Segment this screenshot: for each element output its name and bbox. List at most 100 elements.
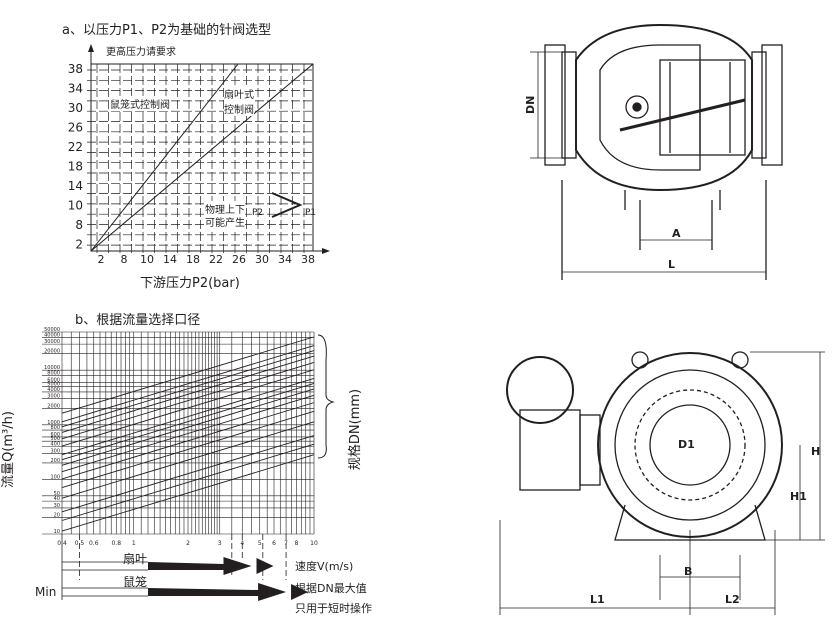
x-tick-label: 26 (232, 253, 246, 266)
x-tick-label: 10 (310, 540, 318, 547)
x-tick-label: 2 (98, 253, 105, 266)
y-tick-label: 10 (54, 529, 60, 535)
x-tick-label: 0.8 (111, 540, 121, 547)
dn-line-300 (61, 402, 315, 480)
x-tick-label: 34 (278, 253, 292, 266)
velocity-arrow-0 (148, 557, 252, 575)
region-physical-1: 物理上下 (205, 201, 245, 216)
velocity-label: 速度V(m/s) (295, 560, 354, 573)
y-tick-label: 200 (50, 458, 60, 464)
dn-brace (317, 334, 335, 459)
p1-label: P1 (305, 208, 317, 218)
dim-l2: L2 (725, 593, 740, 606)
dn-max-note: 根据DN最大值 (295, 582, 367, 595)
y-tick-label: 34 (68, 82, 83, 96)
dim-dn: DN (524, 96, 537, 114)
y-tick-label: 6000 (47, 377, 60, 383)
series-upper-boundary (90, 63, 239, 252)
dn-line-600 (61, 369, 315, 447)
dim-h: H (811, 445, 820, 458)
x-tick-label: 18 (186, 253, 200, 266)
valve-front-view (499, 351, 825, 615)
dn-line-700 (61, 362, 315, 440)
y-tick-label: 2000 (47, 403, 60, 409)
region-squirrel-cage: 鼠笼式控制阀 (110, 96, 170, 111)
y-tick-label: 100 (50, 474, 60, 480)
dn-line-200 (61, 421, 315, 499)
y-tick-label: 500 (50, 436, 60, 442)
dim-d1: D1 (678, 438, 695, 451)
dn-line-800 (61, 355, 315, 433)
y-tick-label: 800 (50, 425, 60, 431)
region-fan-blade-1: 扇叶式 (224, 86, 254, 101)
x-tick-label: 5 (258, 540, 262, 547)
dim-l1: L1 (590, 593, 605, 606)
y-tick-label: 22 (68, 140, 83, 154)
chart-a-title: a、以压力P1、P2为基础的针阀选型 (62, 23, 272, 38)
y-tick-label: 40 (54, 496, 60, 502)
y-tick-label: 8000 (47, 370, 60, 376)
y-tick-label: 600 (50, 432, 60, 438)
y-tick-label: 38 (68, 62, 83, 76)
dn-line-150 (61, 435, 315, 513)
x-tick-label: 30 (255, 253, 269, 266)
x-axis-arrow (322, 248, 330, 254)
dn-line-350 (61, 394, 315, 473)
y-tick-label: 10000 (44, 365, 60, 371)
y-tick-label: 8 (75, 218, 83, 232)
x-tick-label: 6 (272, 540, 276, 547)
bar-label-fan: 扇叶 (123, 552, 148, 566)
y-axis-arrow (88, 44, 94, 52)
dn-line-100 (61, 454, 315, 532)
chart-b-title: b、根据流量选择口径 (75, 313, 201, 328)
dim-b: B (684, 565, 692, 578)
dim-h1: H1 (790, 490, 807, 503)
y-tick-label: 18 (68, 160, 83, 174)
y-tick-label: 40000 (44, 332, 60, 338)
chart-a-note: 更高压力请要求 (106, 47, 176, 58)
x-tick-label: 0.6 (89, 540, 99, 547)
dim-l: L (668, 258, 675, 271)
y-tick-label: 50000 (44, 327, 60, 333)
min-label: Min (35, 585, 57, 599)
y-tick-label: 4000 (47, 387, 60, 393)
valve-section-view (530, 23, 783, 280)
y-tick-label: 14 (68, 179, 83, 193)
region-fan-blade-2: 控制阀 (224, 101, 254, 116)
y-tick-label: 3000 (47, 394, 60, 400)
dim-a: A (672, 227, 681, 240)
series-p1-p2-line (90, 63, 314, 252)
x-tick-label: 8 (295, 540, 299, 547)
short-op-note: 只用于短时操作 (295, 602, 372, 615)
x-tick-label: 8 (121, 253, 128, 266)
x-tick-label: 3 (218, 540, 222, 547)
x-tick-label: 2 (186, 540, 190, 547)
x-tick-label: 14 (163, 253, 177, 266)
y-tick-label: 2 (75, 238, 83, 252)
y-tick-label: 20 (54, 513, 60, 519)
x-tick-label: 38 (301, 253, 315, 266)
y-tick-label: 300 (50, 448, 60, 454)
dn-line-900 (61, 350, 315, 428)
dn-line-1200 (61, 336, 315, 414)
x-tick-label: 10 (140, 253, 154, 266)
y-tick-label: 30000 (44, 339, 60, 345)
dn-line-250 (61, 410, 315, 489)
greater-than-symbol (271, 192, 303, 218)
short-term-arrow-0 (256, 558, 274, 574)
dn-line-500 (61, 377, 315, 456)
y-tick-label: 26 (68, 121, 83, 135)
y-tick-label: 400 (50, 442, 60, 448)
chart-a-xlabel: 下游压力P2(bar) (140, 276, 240, 291)
dn-line-450 (61, 382, 315, 461)
y-tick-label: 5000 (47, 382, 60, 388)
y-tick-label: 50 (54, 491, 60, 497)
region-physical-2: 可能产生 (205, 214, 245, 229)
dn-line-400 (61, 388, 315, 466)
x-tick-label: 1 (132, 540, 136, 547)
short-term-arrow-1 (291, 584, 309, 600)
chart-b-plot: 1020304050100200300400500600800100020003… (42, 327, 335, 601)
dn-line-125 (61, 443, 315, 521)
